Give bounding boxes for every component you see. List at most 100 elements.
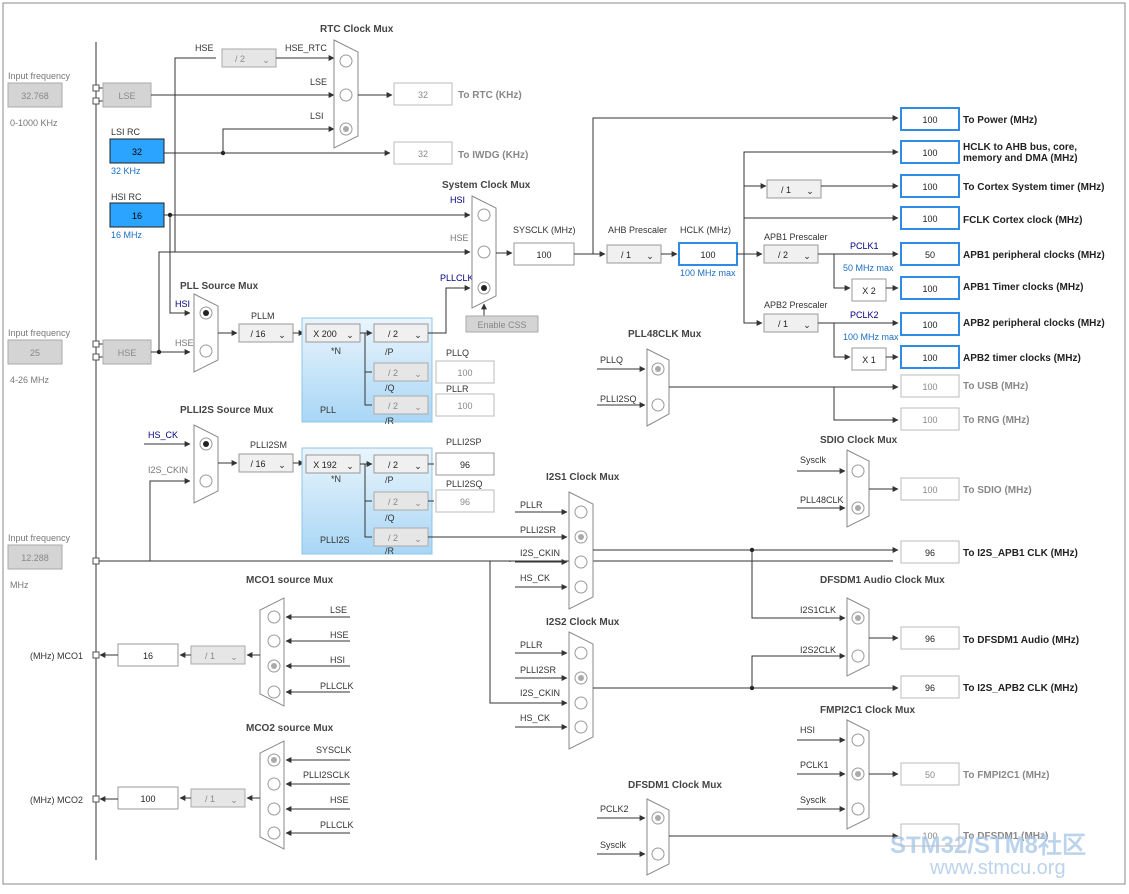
plli2sq-output-field[interactable] bbox=[435, 489, 495, 513]
svg-text:96: 96 bbox=[460, 460, 470, 470]
output-field[interactable] bbox=[900, 242, 960, 266]
enable-css-button[interactable] bbox=[465, 315, 539, 333]
plli2sn-dropdown[interactable]: X 192 ⌄ bbox=[305, 454, 361, 474]
lse-oscillator[interactable] bbox=[102, 82, 152, 108]
chevron-down-icon: ⌄ bbox=[806, 186, 814, 196]
i2s1-radio-pllr[interactable] bbox=[574, 505, 588, 519]
plli2sm-dropdown[interactable]: / 16 ⌄ bbox=[238, 453, 294, 473]
i2s2-radio-pllr[interactable] bbox=[574, 646, 588, 660]
pllq-dropdown[interactable]: / 2 ⌄ bbox=[373, 362, 429, 382]
svg-text:50: 50 bbox=[925, 250, 935, 260]
pclk2-label: PCLK2 bbox=[850, 310, 879, 320]
chevron-down-icon: ⌄ bbox=[346, 330, 354, 340]
pllp-dropdown[interactable]: / 2 ⌄ bbox=[373, 323, 429, 343]
mco2-radio-pllclk[interactable] bbox=[267, 826, 281, 840]
mco2-sysclk-label: SYSCLK bbox=[316, 745, 352, 755]
i2s2-radio-hsck[interactable] bbox=[574, 720, 588, 734]
dfsdm1-radio-sysclk[interactable] bbox=[651, 847, 665, 861]
sdio-radio-sysclk[interactable] bbox=[851, 464, 865, 478]
fmpi2c1-radio-hsi[interactable] bbox=[851, 733, 865, 747]
pclk1-label: PCLK1 bbox=[850, 241, 879, 251]
sysmux-radio-hse[interactable] bbox=[477, 245, 491, 259]
mco2-radio-plli2sclk[interactable] bbox=[267, 777, 281, 791]
lse-input-freq-field[interactable] bbox=[7, 82, 63, 108]
output-field[interactable] bbox=[900, 174, 960, 198]
chevron-down-icon: ⌄ bbox=[803, 251, 811, 261]
svg-text:100: 100 bbox=[700, 250, 715, 260]
plln-dropdown[interactable]: X 200 ⌄ bbox=[305, 323, 361, 343]
pllm-label: PLLM bbox=[251, 311, 275, 321]
i2s-apb1-output-field[interactable] bbox=[900, 540, 960, 564]
svg-text:APB1 peripheral clocks (MHz): APB1 peripheral clocks (MHz) bbox=[963, 250, 1105, 261]
pllq-output-field[interactable] bbox=[435, 360, 495, 384]
output-field[interactable] bbox=[900, 374, 960, 398]
mco1-radio-pllclk[interactable] bbox=[267, 685, 281, 699]
pll48-radio-plli2sq[interactable] bbox=[651, 398, 665, 412]
mco1-divider-dropdown[interactable]: / 1 ⌄ bbox=[190, 645, 246, 665]
chevron-down-icon: ⌄ bbox=[414, 369, 422, 379]
iwdg-output-field[interactable] bbox=[393, 141, 453, 165]
rtc-hse-divider-dropdown[interactable]: / 2 ⌄ bbox=[221, 48, 277, 68]
i2s1-i2sckin-label: I2S_CKIN bbox=[520, 548, 560, 558]
mco2-output-field[interactable] bbox=[117, 786, 179, 810]
i2s1-radio-i2sckin[interactable] bbox=[574, 555, 588, 569]
dfsdm1-output-field[interactable] bbox=[900, 823, 960, 847]
rtc-output-field[interactable] bbox=[393, 82, 453, 106]
output-field[interactable] bbox=[900, 140, 960, 164]
pllr-dropdown[interactable]: / 2 ⌄ bbox=[373, 395, 429, 415]
plli2sp-output-field[interactable] bbox=[435, 452, 495, 476]
dfsdm1-audio-output-field[interactable] bbox=[900, 626, 960, 650]
chevron-down-icon: ⌄ bbox=[414, 461, 422, 471]
mco2-pllclk-label: PLLCLK bbox=[320, 820, 354, 830]
fmpi2c1-output-field[interactable] bbox=[900, 762, 960, 786]
output-field[interactable] bbox=[900, 312, 960, 336]
sdio-output-label: To SDIO (MHz) bbox=[963, 485, 1032, 496]
pll48clk-mux-title: PLL48CLK Mux bbox=[628, 329, 702, 340]
chevron-down-icon: ⌄ bbox=[803, 320, 811, 330]
pllr-output-field[interactable] bbox=[435, 393, 495, 417]
dfsdm1-audio-radio-i2s2clk[interactable] bbox=[851, 649, 865, 663]
rtc-clock-mux-title: RTC Clock Mux bbox=[320, 24, 394, 35]
i2s-apb2-output-field[interactable] bbox=[900, 675, 960, 699]
cortex-timer-divider-dropdown[interactable]: / 1 ⌄ bbox=[766, 179, 822, 199]
rtc-mux-radio-hse[interactable] bbox=[339, 54, 353, 68]
svg-text:To USB (MHz): To USB (MHz) bbox=[963, 381, 1028, 392]
sdio-output-field[interactable] bbox=[900, 477, 960, 501]
output-usb: 100 To USB (MHz) bbox=[900, 374, 1028, 398]
output-field[interactable] bbox=[900, 345, 960, 369]
output-field[interactable] bbox=[900, 206, 960, 230]
rtc-mux-radio-lse[interactable] bbox=[339, 88, 353, 102]
apb1-prescaler-dropdown[interactable]: / 2 ⌄ bbox=[763, 244, 819, 264]
svg-text:/ 16: / 16 bbox=[250, 329, 265, 339]
svg-text:/ 1: / 1 bbox=[205, 794, 215, 804]
output-field[interactable] bbox=[900, 407, 960, 431]
hse-input-freq-field[interactable] bbox=[7, 339, 63, 365]
hsi-rc-value: 16 bbox=[132, 211, 142, 221]
plli2sn-label: *N bbox=[331, 474, 341, 484]
mco2-divider-dropdown[interactable]: / 1 ⌄ bbox=[190, 788, 246, 808]
apb1-timer-multiplier bbox=[851, 278, 887, 302]
pllm-dropdown[interactable]: / 16 ⌄ bbox=[238, 323, 294, 343]
ahb-prescaler-dropdown[interactable]: / 1 ⌄ bbox=[606, 244, 662, 264]
apb2-prescaler-dropdown[interactable]: / 1 ⌄ bbox=[763, 313, 819, 333]
i2s1-radio-hsck[interactable] bbox=[574, 580, 588, 594]
i2s-input-freq-field[interactable] bbox=[7, 544, 63, 570]
plli2s-src-radio-i2sckin[interactable] bbox=[199, 474, 213, 488]
output-field[interactable] bbox=[900, 107, 960, 131]
mco1-radio-hse[interactable] bbox=[267, 634, 281, 648]
output-field[interactable] bbox=[900, 276, 960, 300]
sysmux-hsi-label: HSI bbox=[450, 195, 465, 205]
pll-src-radio-hse[interactable] bbox=[199, 344, 213, 358]
mco1-radio-lse[interactable] bbox=[267, 610, 281, 624]
sysmux-radio-hsi[interactable] bbox=[477, 208, 491, 222]
mco1-source-mux-title: MCO1 source Mux bbox=[246, 575, 334, 586]
mco2-radio-hse[interactable] bbox=[267, 802, 281, 816]
plli2sq-dropdown[interactable]: / 2 ⌄ bbox=[373, 491, 429, 511]
i2s2-i2sckin-label: I2S_CKIN bbox=[520, 688, 560, 698]
pllq-out-label: PLLQ bbox=[446, 348, 469, 358]
lsi-rc-label: LSI RC bbox=[111, 127, 141, 137]
i2s2-radio-i2sckin[interactable] bbox=[574, 696, 588, 710]
plli2sp-dropdown[interactable]: / 2 ⌄ bbox=[373, 454, 429, 474]
plli2sr-dropdown[interactable]: / 2 ⌄ bbox=[373, 527, 429, 547]
fmpi2c1-radio-sysclk[interactable] bbox=[851, 802, 865, 816]
